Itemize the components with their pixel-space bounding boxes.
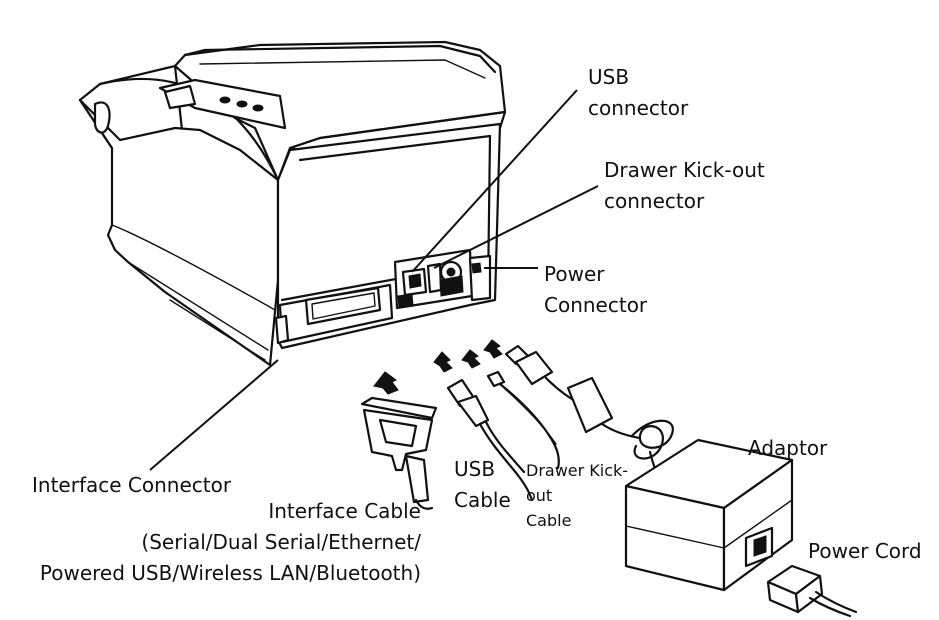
- adaptor-illustration: [624, 438, 794, 592]
- usb-connector-label-line2: connector: [588, 96, 689, 120]
- direction-arrows: [373, 339, 503, 395]
- drawer-connector-label-line2: connector: [604, 189, 705, 213]
- drawer-cable-label-line2: out: [526, 486, 553, 505]
- drawer-connector-label: Drawer Kick-out connector: [604, 155, 765, 217]
- usb-cable-label-line2: Cable: [454, 488, 511, 512]
- power-cord-illustration: [766, 564, 858, 618]
- power-connector-label-line1: Power: [544, 262, 605, 286]
- power-connector-label-line2: Connector: [544, 293, 648, 317]
- power-cable-illustration: [504, 344, 674, 474]
- power-cord-label: Power Cord: [808, 539, 922, 563]
- drawer-connector-leader: [433, 185, 599, 269]
- interface-cable-label-line3: Powered USB/Wireless LAN/Bluetooth): [39, 561, 421, 585]
- interface-cable-illustration: [360, 396, 438, 510]
- printer-illustration: [78, 40, 507, 367]
- interface-cable-label: Interface Cable (Serial/Dual Serial/Ethe…: [40, 496, 421, 589]
- drawer-cable-arrow: [461, 349, 481, 369]
- drawer-cable-label-line1: Drawer Kick-: [526, 461, 629, 480]
- interface-cable-arrow: [373, 371, 399, 395]
- power-cable-arrow: [483, 339, 503, 359]
- usb-connector-label: USB connector: [588, 62, 688, 124]
- usb-connector-label-line1: USB: [588, 65, 630, 89]
- usb-cable-label-line1: USB: [454, 457, 496, 481]
- interface-cable-label-line1: Interface Cable: [268, 499, 421, 523]
- interface-connector-leader: [149, 359, 279, 471]
- adaptor-label: Adaptor: [748, 436, 828, 460]
- usb-cable-label: USB Cable: [454, 454, 511, 516]
- drawer-connector-label-line1: Drawer Kick-out: [604, 158, 765, 182]
- usb-cable-arrow: [433, 351, 453, 373]
- power-connector-label: Power Connector: [544, 259, 647, 321]
- drawer-cable-label: Drawer Kick- out Cable: [526, 458, 628, 533]
- drawer-cable-label-line3: Cable: [526, 511, 572, 530]
- leader-lines: [149, 89, 599, 471]
- interface-connector-label: Interface Connector: [32, 473, 232, 497]
- interface-cable-label-line2: (Serial/Dual Serial/Ethernet/: [141, 530, 421, 554]
- drawer-cable-illustration: [486, 370, 560, 470]
- usb-cable-illustration: [446, 378, 534, 502]
- usb-connector-leader: [411, 89, 578, 273]
